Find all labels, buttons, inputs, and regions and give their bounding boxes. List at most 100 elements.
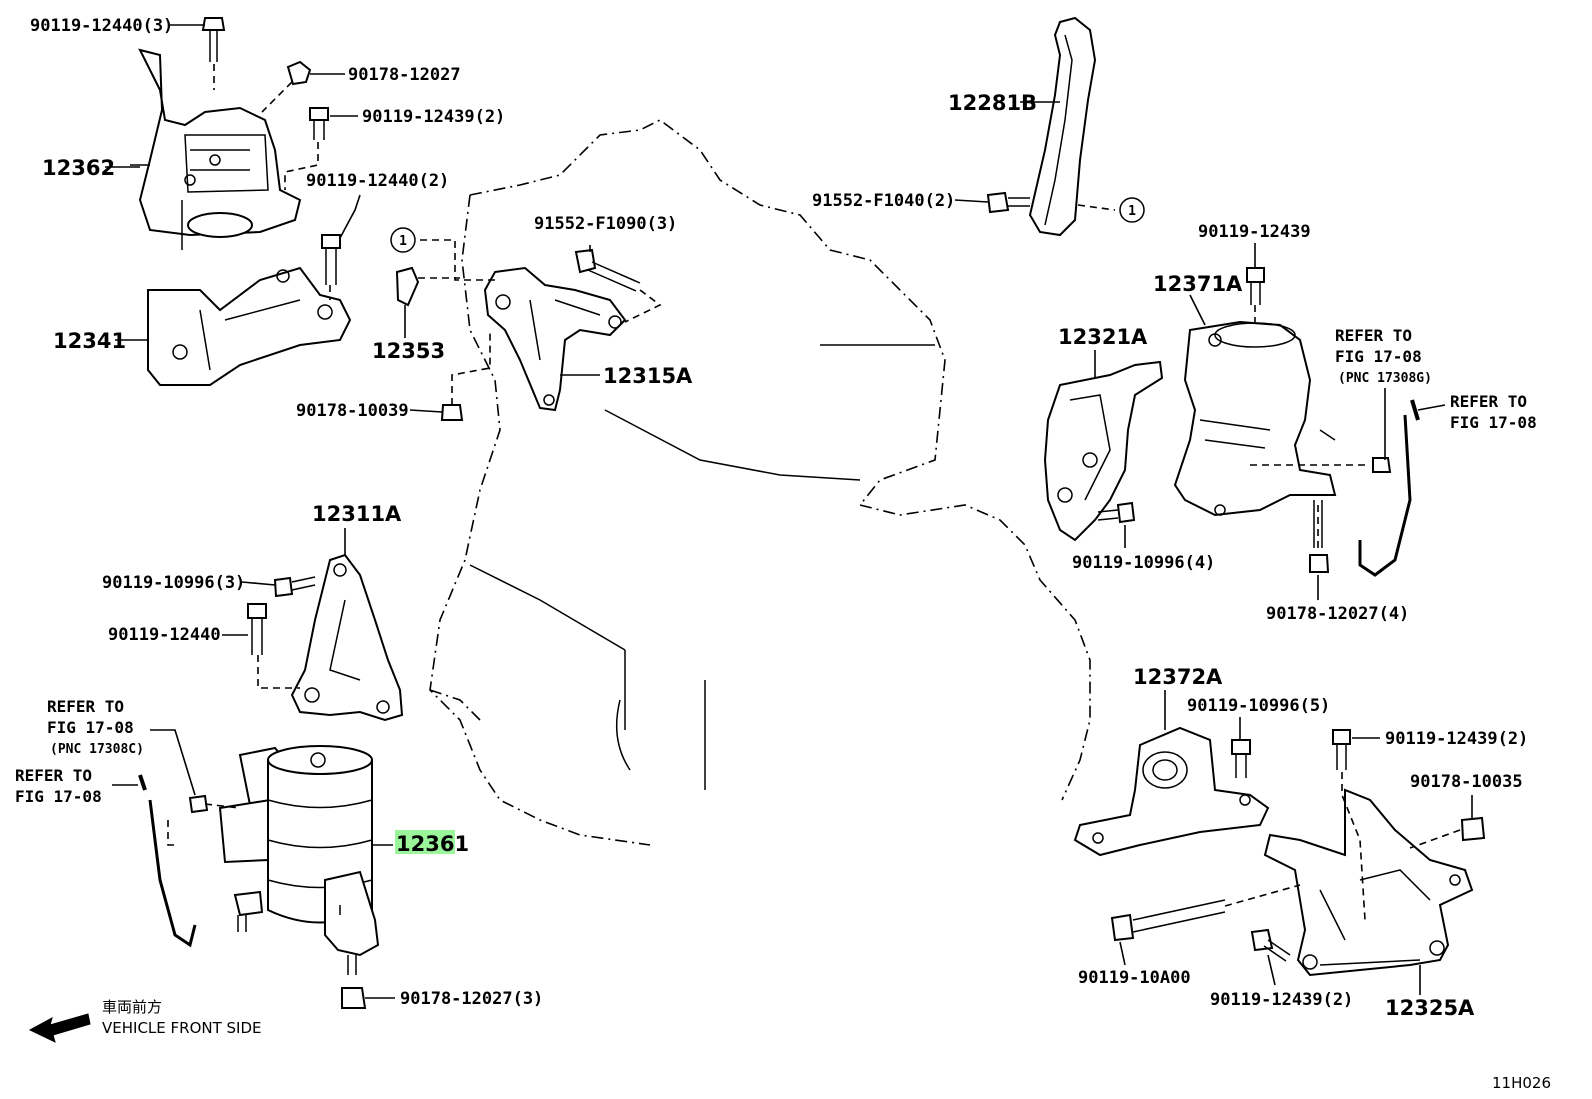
label-12372A[interactable]: 12372A <box>1133 665 1223 689</box>
bolt-90119-12440-3-icon <box>201 17 226 62</box>
hose-icon <box>138 774 197 948</box>
bolt-90119-12439-2-lower-icon <box>1250 928 1291 962</box>
label-12361[interactable]: 12361 <box>396 832 469 856</box>
label-12362[interactable]: 12362 <box>42 156 115 180</box>
refer-line-1: REFER TO <box>15 766 92 785</box>
refer-line-2: FIG 17-08 <box>1450 413 1537 432</box>
vehicle-front-arrow-icon <box>28 1013 91 1043</box>
refer-line-2: FIG 17-08 <box>47 718 134 737</box>
refer-note-right-a: REFER TO FIG 17-08 (PNC 17308G) <box>1335 326 1432 386</box>
part-12315A-bracket[interactable] <box>483 266 627 412</box>
part-12325A-bracket[interactable] <box>1263 788 1474 977</box>
callout-mark: 1 <box>399 234 407 249</box>
part-12341-bracket[interactable] <box>147 266 352 386</box>
bolt-90119-12439-icon <box>1246 267 1265 305</box>
refer-line-1: REFER TO <box>1450 392 1527 411</box>
nut-90178-12027-4-icon <box>1309 500 1330 573</box>
dash-line <box>167 820 178 846</box>
bolt-91552-F1040-2-icon <box>986 191 1030 214</box>
figure-id: 11H026 <box>1492 1074 1551 1092</box>
part-12321A-bracket[interactable] <box>1043 360 1164 542</box>
callout-circle-1 <box>1119 197 1145 223</box>
nut-90178-12027-icon <box>286 60 312 86</box>
label-90119-10996-4: 90119-10996(4) <box>1072 553 1215 573</box>
label-12281B[interactable]: 12281B <box>948 91 1037 115</box>
part-12281B-arm[interactable] <box>1028 16 1097 237</box>
dash-line <box>1224 884 1301 907</box>
label-90178-10039: 90178-10039 <box>296 401 409 421</box>
refer-line-3: (PNC 17308G) <box>1338 371 1432 386</box>
label-12353[interactable]: 12353 <box>372 339 445 363</box>
label-90119-12439-2-lower: 90119-12439(2) <box>1210 990 1353 1010</box>
nut-90178-10035-icon <box>1460 816 1486 842</box>
part-12311A-bracket[interactable] <box>290 553 404 722</box>
bolt-90119-10996-4-icon <box>1097 501 1136 524</box>
leader-lines <box>105 24 1473 999</box>
part-12372A-mount[interactable] <box>1073 726 1270 857</box>
part-12361-mount[interactable] <box>218 745 380 957</box>
direction-label-jp: 車両前方 <box>102 998 162 1016</box>
label-90119-12440-3: 90119-12440(3) <box>30 16 173 36</box>
bolt-stud-icon <box>237 915 247 932</box>
refer-note-left-a: REFER TO FIG 17-08 (PNC 17308C) <box>47 697 144 757</box>
label-90119-12439-2: 90119-12439(2) <box>362 107 505 127</box>
refer-line-1: REFER TO <box>47 697 124 716</box>
label-90119-10996-5: 90119-10996(5) <box>1187 696 1330 716</box>
label-12371A[interactable]: 12371A <box>1153 272 1243 296</box>
nut-90178-10039-icon <box>440 404 464 421</box>
refer-line-3: (PNC 17308C) <box>50 742 144 757</box>
dash-line <box>624 289 662 323</box>
label-12315A[interactable]: 12315A <box>603 364 693 388</box>
label-90178-12027: 90178-12027 <box>348 65 461 85</box>
label-91552-F1040-2: 91552-F1040(2) <box>812 191 955 211</box>
label-12311A[interactable]: 12311A <box>312 502 402 526</box>
label-90119-12439-2-right: 90119-12439(2) <box>1385 729 1528 749</box>
bolt-90119-10996-3-icon <box>273 576 316 598</box>
dash-line <box>261 81 293 113</box>
label-91552-F1090-3: 91552-F1090(3) <box>534 214 677 234</box>
bolt-90119-12440-icon <box>247 603 267 655</box>
bolt-90119-12439-2-icon <box>309 107 329 140</box>
dash-line <box>1341 772 1366 921</box>
part-12353-bracket[interactable] <box>395 266 420 307</box>
callout-circle-1 <box>390 227 416 253</box>
label-90119-10A00: 90119-10A00 <box>1078 968 1191 988</box>
dash-line <box>1409 829 1461 849</box>
label-90119-12440: 90119-12440 <box>108 625 221 645</box>
label-12325A[interactable]: 12325A <box>1385 996 1475 1020</box>
part-12362-mount[interactable] <box>130 48 302 250</box>
hose-clip-icon <box>188 794 209 814</box>
highlight-12361 <box>395 830 455 854</box>
refer-line-2: FIG 17-08 <box>15 787 102 806</box>
hose-clip-icon <box>1372 457 1392 473</box>
dash-line <box>1077 204 1116 211</box>
part-12371A-mount[interactable] <box>1173 320 1337 517</box>
refer-note-left-b: REFER TO FIG 17-08 <box>15 766 102 806</box>
bolt-90119-10996-5-icon <box>1231 739 1251 778</box>
hose-icon <box>1358 399 1420 577</box>
dash-line <box>257 655 300 689</box>
label-90178-12027-4: 90178-12027(4) <box>1266 604 1409 624</box>
bolt-90119-12440-2-icon <box>321 234 341 285</box>
label-12321A[interactable]: 12321A <box>1058 325 1148 349</box>
refer-line-1: REFER TO <box>1335 326 1412 345</box>
bolt-90119-10A00-icon <box>1110 899 1226 942</box>
bolt-90119-12439-2-icon <box>1332 729 1351 770</box>
engine-outline <box>429 119 1091 846</box>
refer-note-right-b: REFER TO FIG 17-08 <box>1450 392 1537 432</box>
dash-line <box>420 239 500 281</box>
label-12341[interactable]: 12341 <box>53 329 126 353</box>
bolt-91552-F1090-3-icon <box>574 248 641 292</box>
dash-line <box>284 142 319 190</box>
dash-line <box>451 330 491 405</box>
label-90178-10035: 90178-10035 <box>1410 772 1523 792</box>
label-90178-12027-3: 90178-12027(3) <box>400 989 543 1009</box>
label-90119-10996-3: 90119-10996(3) <box>102 573 245 593</box>
nut-90178-12027-3-icon <box>341 955 367 1009</box>
label-90119-12440-2: 90119-12440(2) <box>306 171 449 191</box>
dash-line <box>204 803 241 809</box>
label-90119-12439: 90119-12439 <box>1198 222 1311 242</box>
refer-line-2: FIG 17-08 <box>1335 347 1422 366</box>
direction-label-en: VEHICLE FRONT SIDE <box>102 1019 262 1037</box>
